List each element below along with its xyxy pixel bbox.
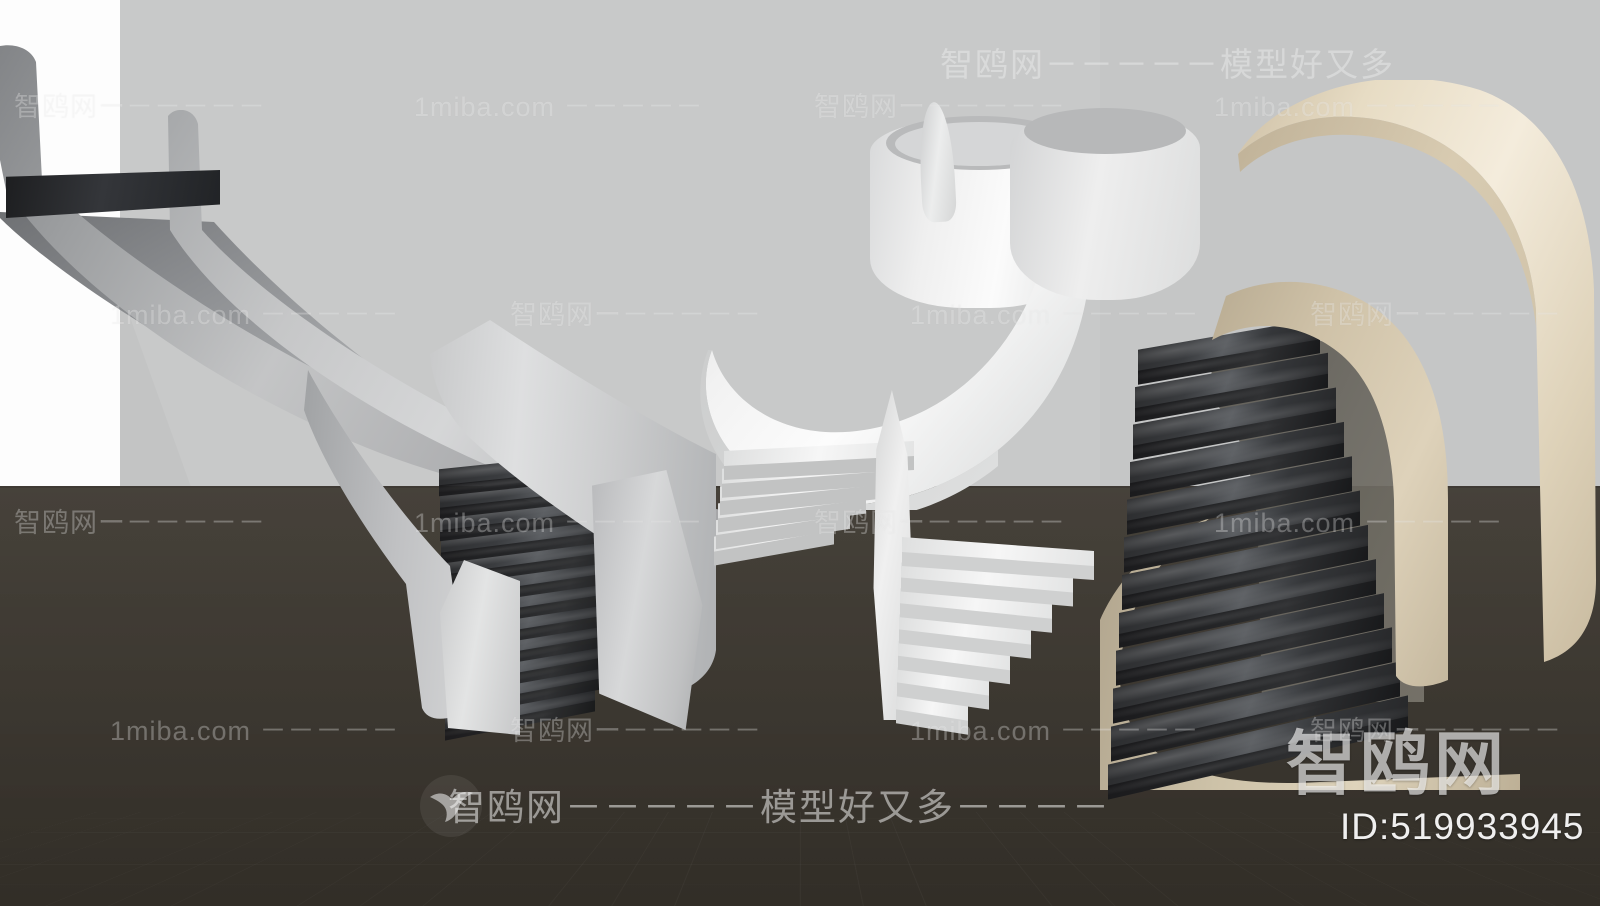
right-scene-white-drum-rim	[1024, 108, 1186, 154]
left-stair-front-apron	[440, 560, 520, 735]
right-curved-staircase	[1010, 80, 1600, 800]
left-curved-staircase	[0, 40, 760, 741]
